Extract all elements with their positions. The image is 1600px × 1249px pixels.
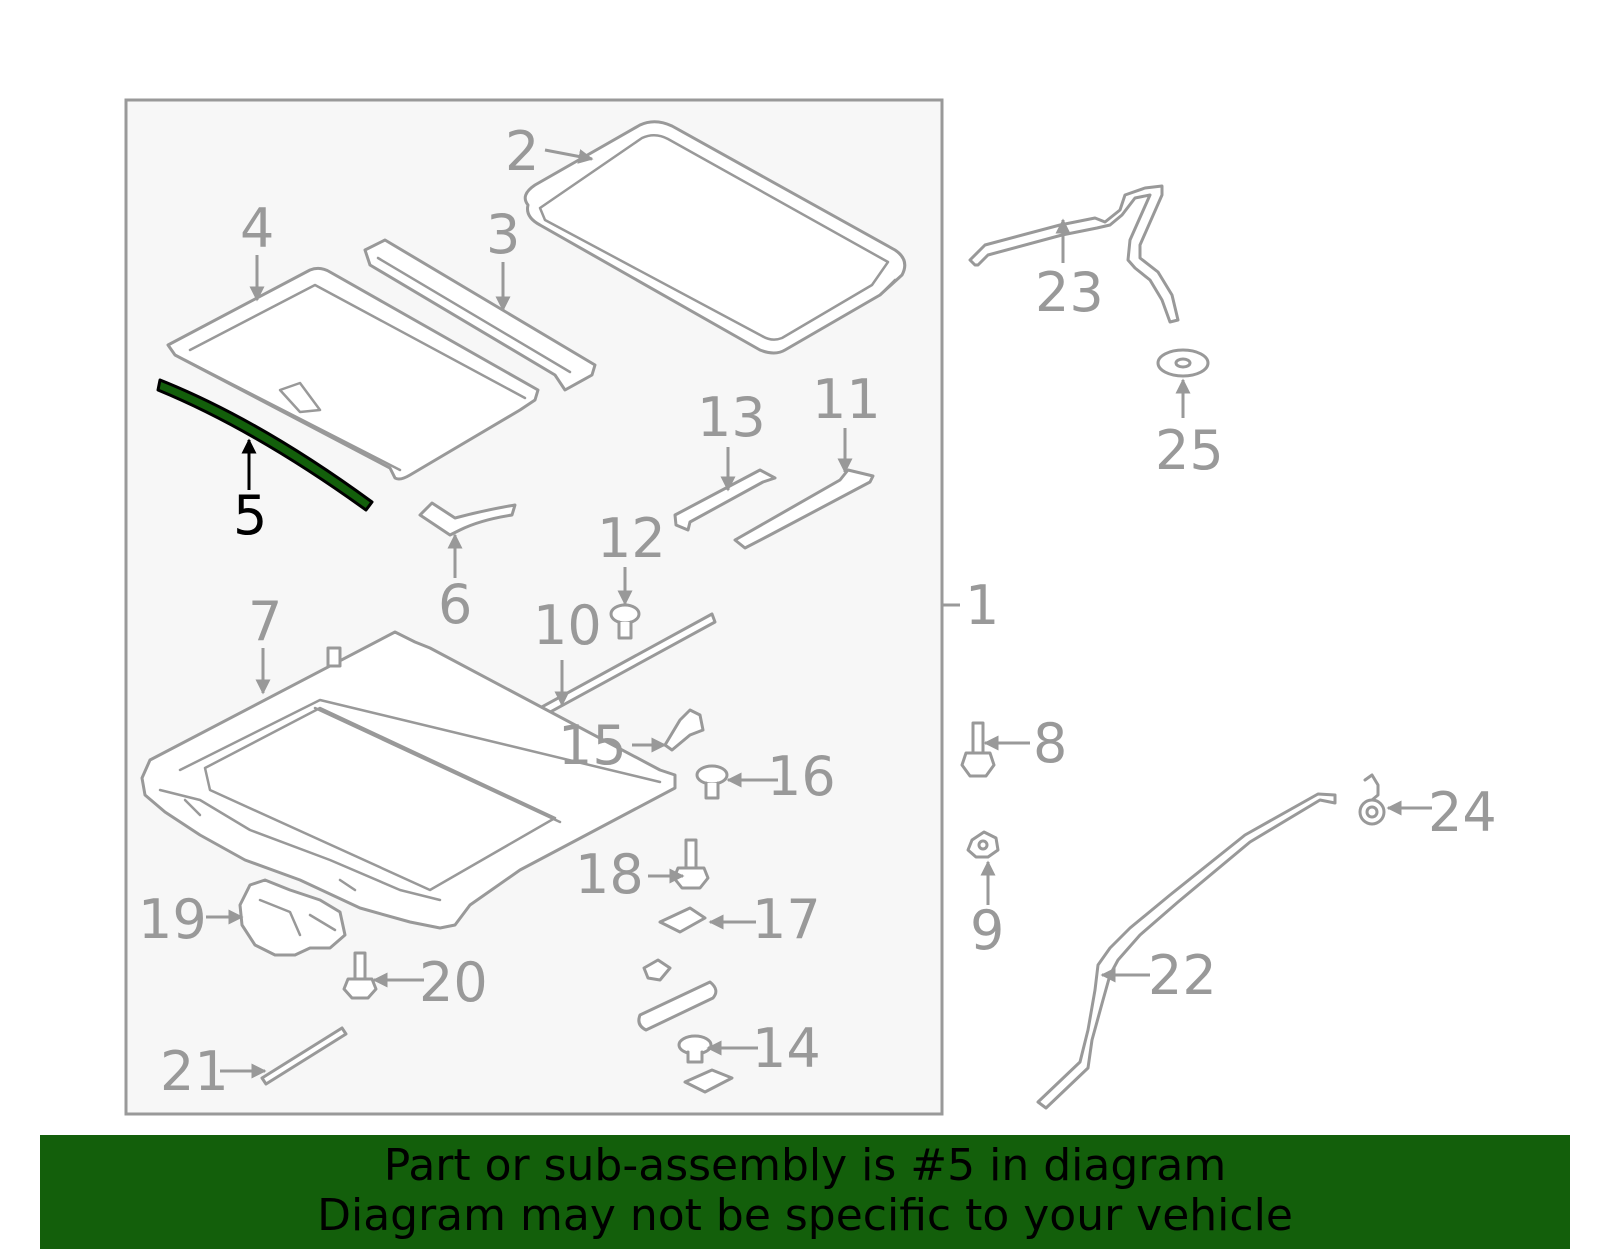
- part-9-nut: [966, 830, 1000, 859]
- callout-9: 9: [970, 899, 1004, 962]
- part-22-hose: [1036, 792, 1337, 1110]
- part-8-bolt: [960, 721, 996, 778]
- callout-4: 4: [240, 197, 274, 260]
- callout-17: 17: [752, 888, 821, 951]
- callout-13: 13: [697, 386, 766, 449]
- banner-line-2: Diagram may not be specific to your vehi…: [317, 1190, 1293, 1241]
- part-24-clamp: [1358, 773, 1386, 826]
- callout-19: 19: [138, 888, 207, 951]
- part-12-clip: [609, 603, 641, 640]
- callout-12: 12: [597, 507, 666, 570]
- part-4-sunshade: [166, 266, 540, 481]
- part-21-rod: [260, 1026, 348, 1086]
- part-20-bolt: [342, 951, 378, 1000]
- callout-21: 21: [160, 1040, 229, 1103]
- callout-23: 23: [1035, 261, 1104, 324]
- callout-leaders: [206, 148, 1432, 1079]
- part-23-hose: [968, 184, 1180, 324]
- callout-6: 6: [438, 573, 472, 636]
- callout-18: 18: [575, 843, 644, 906]
- callout-3: 3: [486, 203, 520, 266]
- part-5-seal-highlighted: [156, 378, 374, 512]
- part-6-bracket: [418, 501, 517, 537]
- callout-20: 20: [419, 951, 488, 1014]
- part-13-guide: [673, 468, 777, 532]
- callout-24: 24: [1428, 781, 1497, 844]
- part-11-rail: [733, 468, 875, 550]
- part-7-frame: [140, 630, 677, 930]
- callout-2: 2: [505, 120, 539, 183]
- banner-line-1: Part or sub-assembly is #5 in diagram: [383, 1140, 1227, 1191]
- callout-22: 22: [1148, 944, 1217, 1007]
- part-19-motor: [238, 878, 347, 957]
- callout-8: 8: [1033, 712, 1067, 775]
- part-3-strip: [363, 238, 597, 392]
- callout-25: 25: [1155, 419, 1224, 482]
- callout-15: 15: [558, 714, 627, 777]
- callout-7: 7: [248, 590, 282, 653]
- part-15-pin: [663, 708, 705, 752]
- part-17-pad: [658, 906, 707, 934]
- info-banner: Part or sub-assembly is #5 in diagram Di…: [40, 1135, 1570, 1249]
- callout-11: 11: [812, 368, 881, 431]
- callout-14: 14: [752, 1017, 821, 1080]
- callout-5: 5: [233, 484, 267, 547]
- part-2-glass-panel: [523, 120, 907, 355]
- callout-16: 16: [767, 745, 836, 808]
- callout-10: 10: [533, 594, 602, 657]
- callout-numbers: 1 2 3 4 5 6 7 8 9 10 11 12 13 14 15 16 1…: [138, 120, 1497, 1103]
- callout-1: 1: [965, 574, 999, 637]
- part-14-set: [637, 958, 734, 1094]
- part-25-grommet: [1156, 348, 1210, 378]
